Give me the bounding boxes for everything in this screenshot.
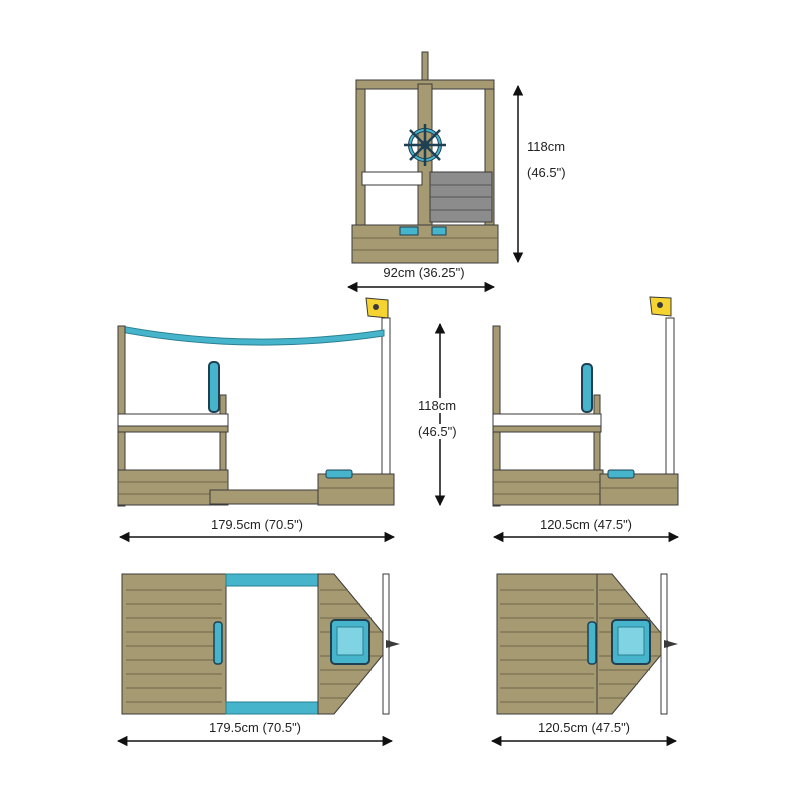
side-short-width-label: 120.5cm (47.5") [536,517,636,532]
top-long-width-label: 179.5cm (70.5") [205,720,305,735]
front-view [351,51,499,264]
front-height-cm-label: 118cm [527,139,566,154]
side-view-short [492,296,679,507]
front-height-in-label: (46.5") [527,165,566,180]
side-view-long [117,297,395,507]
top-view-long [121,573,400,715]
front-width-label: 92cm (36.25") [380,265,468,280]
side-height-in-label: (46.5") [418,424,457,439]
ship-wheel-icon [581,363,593,413]
top-view-short [496,573,678,715]
sun-canopy [120,325,385,346]
flag-pole [381,317,391,485]
top-short-width-label: 120.5cm (47.5") [534,720,634,735]
side-long-width-label: 179.5cm (70.5") [207,517,307,532]
ship-wheel-icon [404,124,446,166]
side-height-cm-label: 118cm [418,398,457,413]
ship-wheel-icon [208,361,220,413]
